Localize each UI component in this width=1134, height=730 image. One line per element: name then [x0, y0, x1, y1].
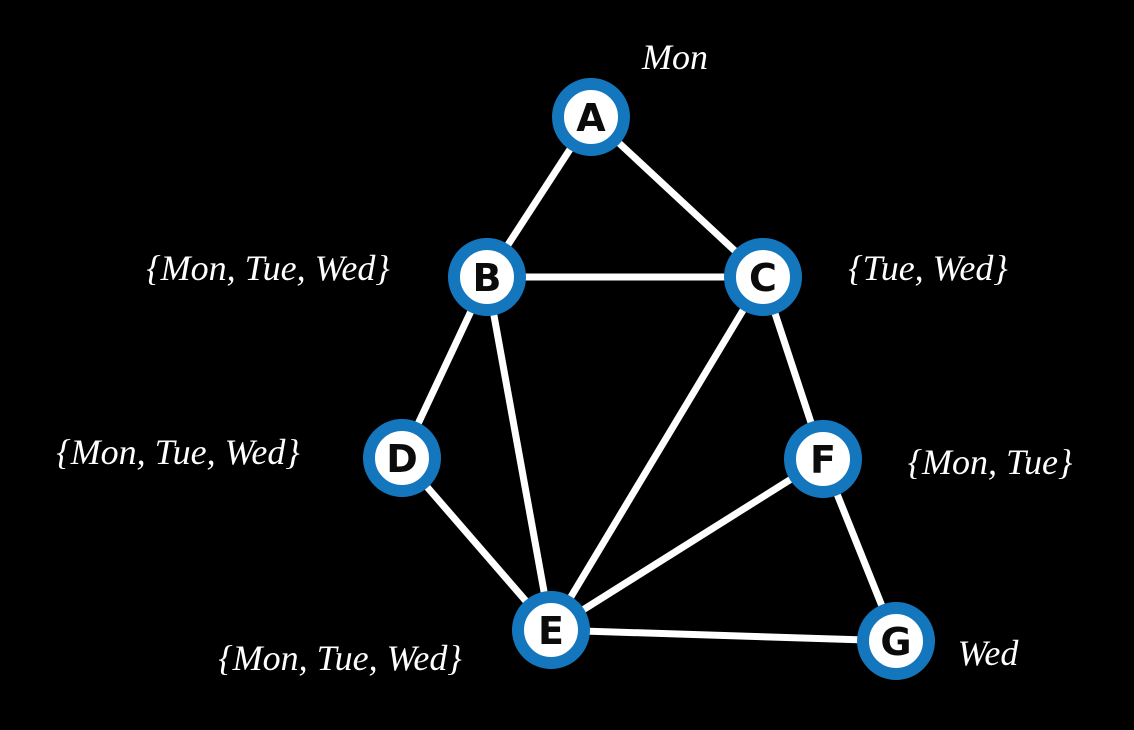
- edge-B-E: [483, 276, 555, 631]
- domain-label-E: {Mon, Tue, Wed}: [218, 638, 462, 678]
- domain-label-B: {Mon, Tue, Wed}: [146, 248, 390, 288]
- node-B: [448, 238, 526, 316]
- node-letter-A: A: [576, 96, 606, 140]
- node-D: [363, 419, 441, 497]
- domain-label-G: Wed: [958, 633, 1020, 673]
- edge-E-F: [549, 456, 825, 633]
- domain-label-A: Mon: [641, 37, 708, 77]
- edge-C-E: [547, 275, 767, 632]
- domain-label-D: {Mon, Tue, Wed}: [56, 432, 300, 472]
- node-letter-C: C: [749, 256, 777, 300]
- domain-label-F: {Mon, Tue}: [908, 442, 1073, 482]
- node-E: [512, 591, 590, 669]
- node-G: [857, 602, 935, 680]
- node-letter-B: B: [473, 256, 502, 300]
- node-letter-F: F: [810, 438, 836, 482]
- node-letter-D: D: [386, 437, 418, 481]
- node-letter-E: E: [538, 609, 564, 653]
- node-C: [724, 238, 802, 316]
- edge-A-C: [588, 114, 766, 280]
- domain-label-C: {Tue, Wed}: [848, 248, 1008, 288]
- node-letter-G: G: [880, 620, 911, 664]
- edge-E-G: [550, 626, 897, 645]
- node-F: [784, 420, 862, 498]
- node-A: [552, 78, 630, 156]
